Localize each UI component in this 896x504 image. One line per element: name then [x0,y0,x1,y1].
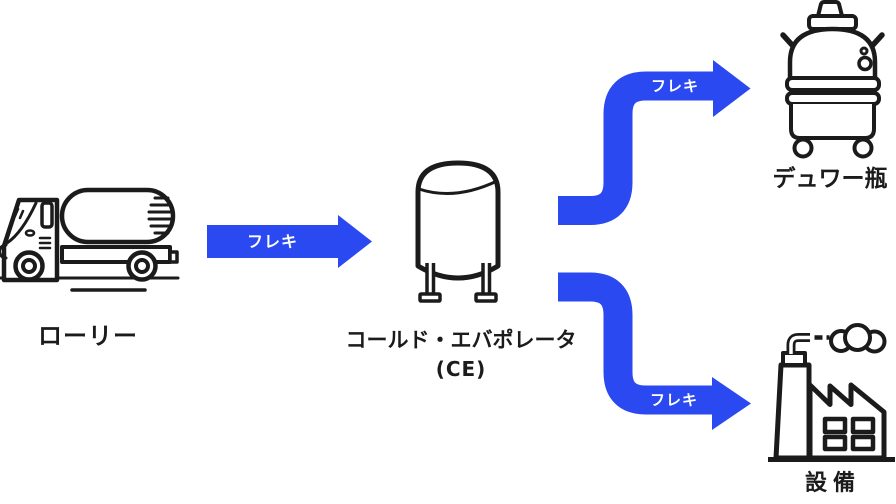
flex-hose-label-truck-to-ce: フレキ [246,232,298,251]
dewar-flask-icon [780,0,885,159]
cold-evaporator-label-line2: (CE) [435,357,487,382]
cold-evaporator-label: コールド・エバポレータ (CE) [330,327,592,382]
rear-wheel [126,250,158,282]
handle-right [869,32,885,49]
tanker-truck-icon [0,187,180,292]
tank-hatch-lines [147,196,173,235]
dewar-flask-label: デュワー瓶 [772,166,888,192]
front-wheel [13,250,45,282]
door-handle [24,229,36,237]
headlight [0,243,8,260]
handle-left [780,32,796,49]
tank-leg-right [474,263,498,303]
cold-evaporator-label-line1: コールド・エバポレータ [345,328,577,352]
flex-arrow-ce-to-dewar [558,60,751,225]
flex-hose-label-ce-to-dewar: フレキ [650,77,699,95]
flex-hose-label-ce-to-facility: フレキ [649,391,698,409]
cold-evaporator-tank-icon [415,160,501,303]
factory-windows [822,416,876,452]
facility-label: 設備 [804,471,861,496]
smoke-cloud [829,323,887,354]
caster-left [792,137,814,159]
flex-arrow-truck-to-ce [207,215,372,268]
caster-right [852,137,874,159]
truck-label: ローリー [38,322,138,350]
tank-leg-left [418,263,442,303]
windshield [5,201,38,245]
flex-arrow-ce-to-facility [558,272,751,430]
factory-icon [768,323,895,462]
